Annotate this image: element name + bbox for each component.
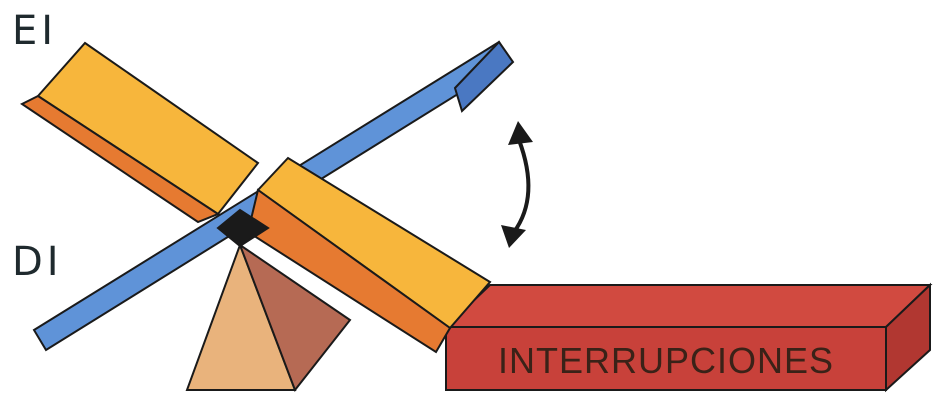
interrupciones-box: INTERRUPCIONES xyxy=(446,285,930,390)
box-label: INTERRUPCIONES xyxy=(498,340,834,381)
yellow-bar-rear xyxy=(22,43,258,222)
label-di: DI xyxy=(12,239,63,285)
arrow-head-up xyxy=(508,121,533,145)
arrow-shaft xyxy=(514,140,528,232)
label-ei: EI xyxy=(12,8,57,54)
double-arrow-icon xyxy=(501,121,533,248)
arrow-head-down xyxy=(501,225,526,248)
box-top-face xyxy=(446,285,930,327)
